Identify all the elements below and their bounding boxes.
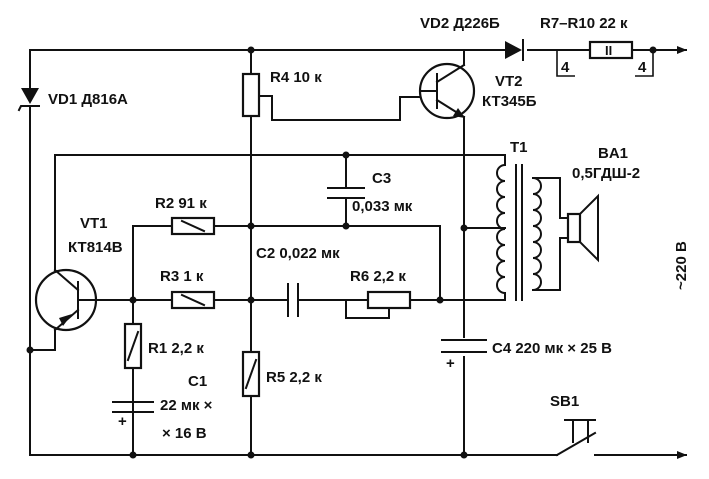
r3-label: R3 1 к	[160, 268, 204, 285]
junction-dots	[26, 46, 468, 459]
c1-plus: +	[118, 413, 127, 430]
c1-capacitor	[112, 401, 154, 413]
vt2-type: КТ345Б	[482, 93, 537, 110]
r7-r10-label: R7–R10 22 к	[540, 15, 628, 32]
c1-name: C1	[188, 373, 207, 390]
c1-value-line1: 22 мк ×	[160, 397, 213, 414]
vd1-label: VD1 Д816А	[48, 91, 128, 108]
pin-bracket-right	[635, 50, 654, 77]
vt2-transistor	[418, 49, 476, 456]
vd1-zener-diode	[17, 88, 40, 112]
ba1-name: BA1	[598, 145, 628, 162]
vt1-transistor	[29, 268, 134, 351]
c3-capacitor	[327, 187, 365, 199]
feedback-wire	[54, 154, 506, 271]
c4-plus: +	[446, 355, 455, 372]
c2-label: C2 0,022 мк	[256, 245, 340, 262]
sb1-label: SB1	[550, 393, 579, 410]
r5-label: R5 2,2 к	[266, 369, 322, 386]
r6-trimmer-resistor	[345, 290, 441, 319]
r1-resistor	[123, 322, 143, 370]
vt1-type: КТ814В	[68, 239, 123, 256]
vd2-diode	[505, 39, 524, 61]
pin-bracket-left	[556, 50, 575, 77]
c4-capacitor	[440, 338, 488, 356]
ba1-speaker	[566, 193, 599, 263]
c3-name: C3	[372, 170, 391, 187]
t1-transformer	[496, 154, 569, 301]
r4-trimmer-resistor	[241, 49, 421, 456]
mains-voltage-label: ~220 В	[673, 241, 690, 290]
r6-label: R6 2,2 к	[350, 268, 406, 285]
r5-resistor	[241, 350, 261, 398]
sb1-switch	[555, 419, 597, 457]
r1-label: R1 2,2 к	[148, 340, 204, 357]
pin-number-right: 4	[638, 59, 647, 76]
pin-number-left: 4	[561, 59, 570, 76]
ba1-type: 0,5ГДШ-2	[572, 165, 640, 182]
t1-tap-wire	[439, 227, 506, 301]
vd2-label: VD2 Д226Б	[420, 15, 500, 32]
vt1-name: VT1	[80, 215, 108, 232]
r7-r10-marker: II	[605, 43, 612, 58]
c2-capacitor	[287, 283, 369, 317]
junction-dot	[649, 46, 657, 54]
r2-label: R2 91 к	[155, 195, 207, 212]
c4-label: C4 220 мк × 25 В	[492, 340, 612, 357]
r3-resistor	[132, 290, 289, 310]
r7-r10-resistor	[588, 40, 634, 60]
r4-label: R4 10 к	[270, 69, 322, 86]
vt2-name: VT2	[495, 73, 523, 90]
t1-label: T1	[510, 139, 528, 156]
c3-value: 0,033 мк	[352, 198, 413, 215]
c1-value-line2: × 16 В	[162, 425, 207, 442]
